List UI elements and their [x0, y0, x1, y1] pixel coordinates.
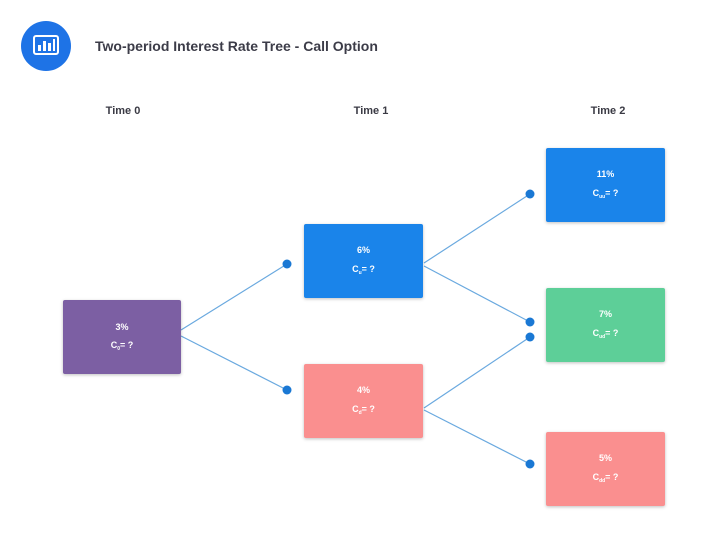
node-up: 6% Cu= ? — [304, 224, 423, 298]
node-up-rate: 6% — [356, 245, 370, 255]
edge-root-up — [180, 263, 288, 331]
node-up-value: Cu= ? — [352, 264, 375, 276]
node-down-value: Cd= ? — [352, 404, 375, 416]
node-root-value: C0= ? — [110, 340, 134, 352]
edge-up-ud — [423, 265, 531, 323]
page-title: Two-period Interest Rate Tree - Call Opt… — [95, 38, 378, 54]
dot-uu — [525, 189, 535, 199]
edge-down-ud — [423, 336, 531, 409]
dot-ud-top — [525, 317, 535, 327]
dot-down — [282, 385, 292, 395]
node-dd: 5% Cdd= ? — [546, 432, 665, 506]
dot-ud-bot — [525, 332, 535, 342]
node-root-rate: 3% — [115, 322, 129, 332]
time-label-0: Time 0 — [105, 105, 141, 117]
node-dd-rate: 5% — [598, 453, 612, 463]
time-label-1: Time 1 — [353, 105, 389, 117]
bar-chart-icon — [33, 35, 59, 55]
dot-dd — [525, 459, 535, 469]
node-uu-rate: 11% — [596, 169, 615, 179]
node-uu-value: Cuu= ? — [592, 188, 619, 200]
dot-up — [282, 259, 292, 269]
node-dd-value: Cdd= ? — [592, 472, 619, 484]
edge-down-dd — [423, 409, 531, 465]
edge-up-uu — [423, 193, 531, 264]
time-label-2: Time 2 — [590, 105, 626, 117]
node-down-rate: 4% — [356, 385, 370, 395]
node-root: 3% C0= ? — [63, 300, 181, 374]
logo — [21, 21, 71, 71]
node-ud-rate: 7% — [598, 309, 612, 319]
node-uu: 11% Cuu= ? — [546, 148, 665, 222]
node-down: 4% Cd= ? — [304, 364, 423, 438]
node-ud: 7% Cud= ? — [546, 288, 665, 362]
node-ud-value: Cud= ? — [592, 328, 619, 340]
edge-root-down — [180, 335, 288, 391]
